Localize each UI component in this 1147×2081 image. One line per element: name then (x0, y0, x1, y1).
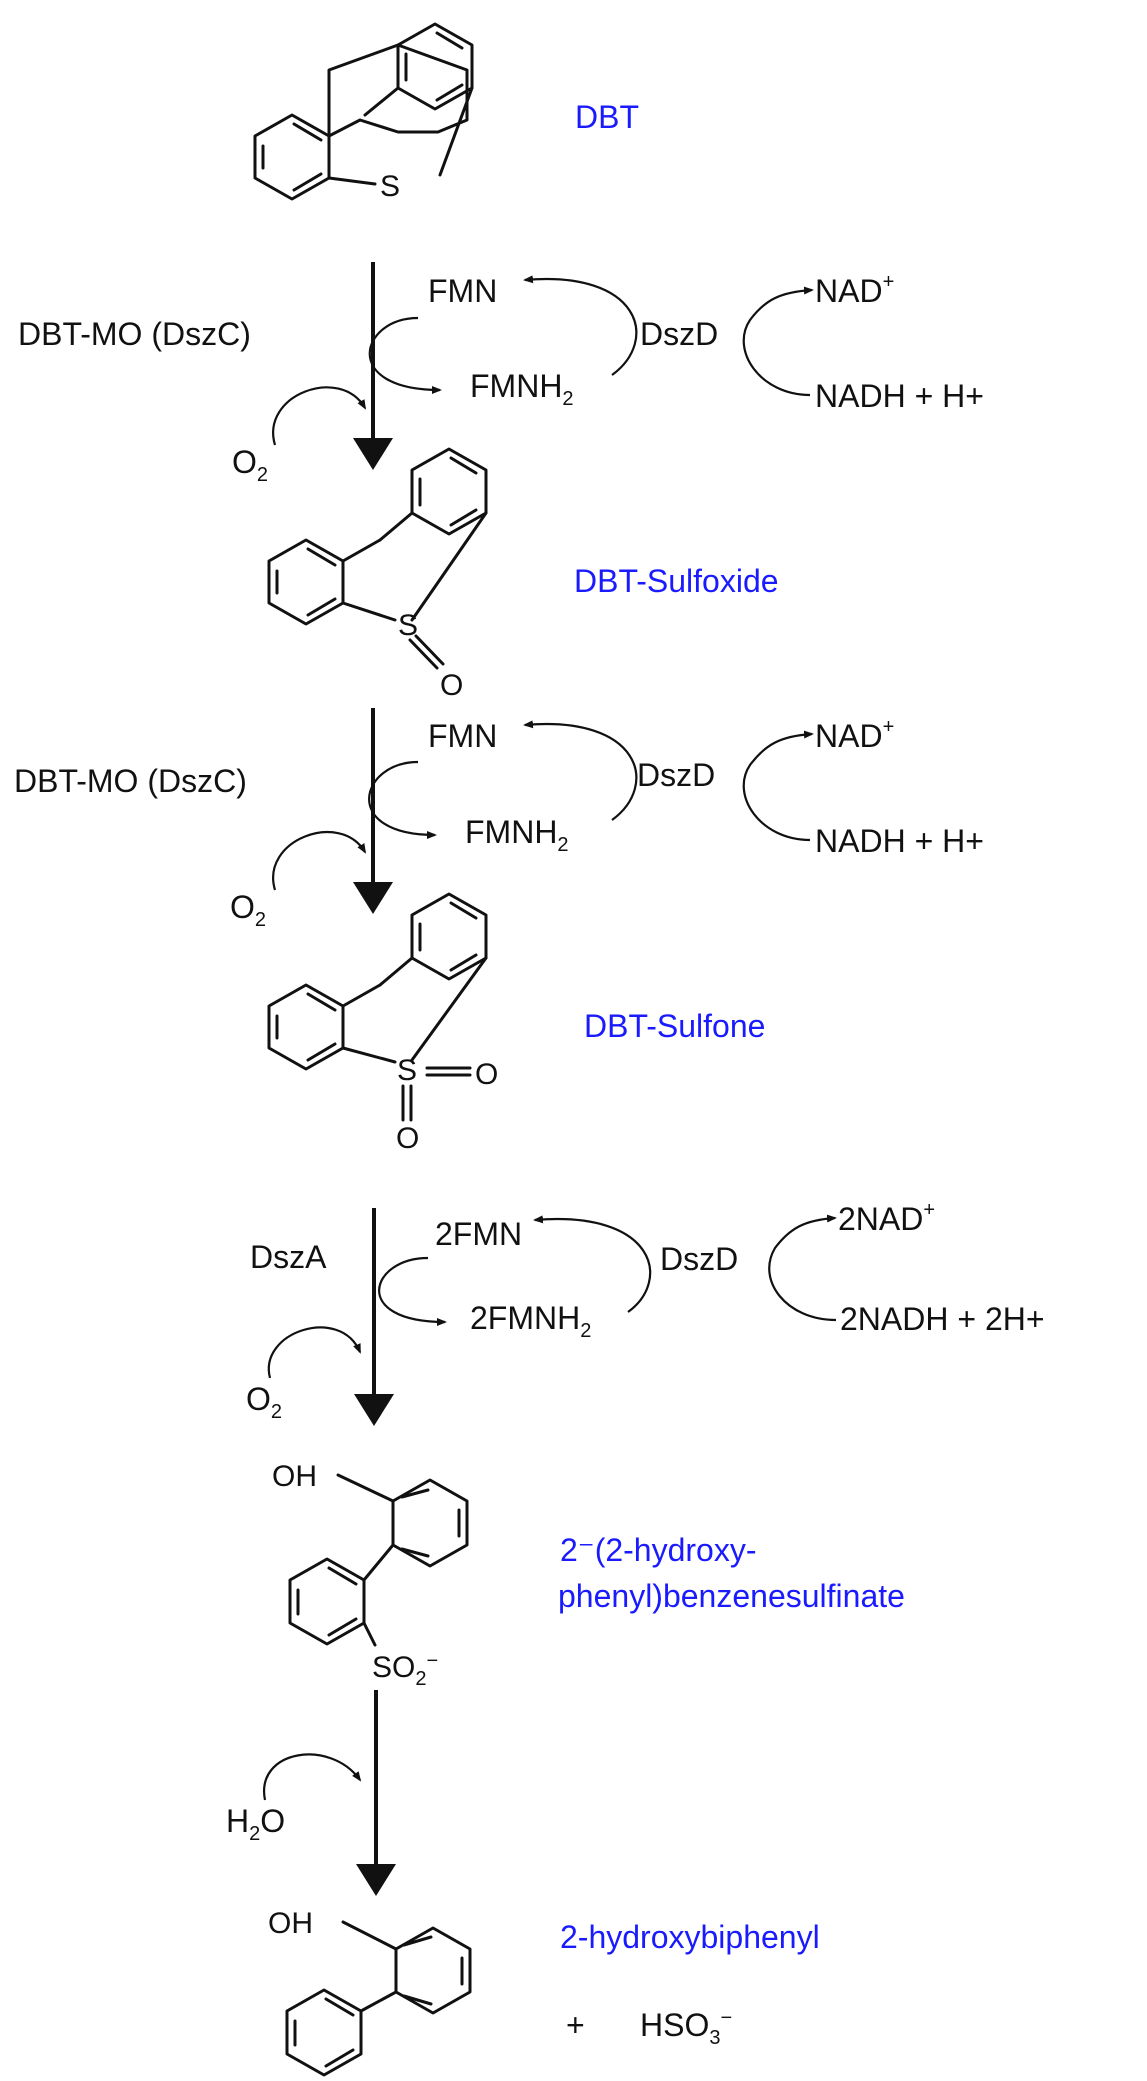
plus-sign: + (566, 2007, 585, 2043)
dbt-sulfur-atom: S (380, 170, 400, 203)
compound-label-hydroxybiphenyl: 2-hydroxybiphenyl (560, 1919, 820, 1955)
compound-label-sulfinate-line1: 2⁻(2-hydroxy- (560, 1532, 757, 1568)
enzyme-label: DszA (250, 1239, 327, 1275)
nad-cycle-arrow (768, 1214, 837, 1322)
reaction-step-4: H2O (226, 1690, 396, 1896)
cofactor-cycle-arrow-left (368, 760, 437, 839)
reaction-step-1: DBT-MO (DszC) FMN FMNH2 DszD NAD+ NADH +… (18, 262, 984, 486)
compound-label-sulfone: DBT-Sulfone (584, 1008, 765, 1044)
cofactor-oxidized-label: FMN (428, 273, 497, 309)
enzyme-label: DBT-MO (DszC) (18, 316, 251, 352)
nad-cycle-arrow (742, 286, 814, 397)
enzyme-label: DBT-MO (DszC) (14, 763, 247, 799)
sulfinate-group: SO2− (372, 1650, 438, 1690)
cosubstrate-arrow (272, 386, 367, 446)
nad-oxidized-label: NAD+ (815, 271, 894, 309)
sulfoxide-oxygen-atom: O (440, 669, 463, 702)
water-label: H2O (226, 1803, 285, 1845)
cosubstrate-label: O2 (230, 889, 266, 931)
nad-reduced-label: 2NADH + 2H+ (840, 1301, 1045, 1337)
cosubstrate-arrow (267, 1326, 362, 1379)
sulfone-sulfur-atom: S (397, 1054, 417, 1087)
nad-reduced-label: NADH + H+ (815, 823, 984, 859)
bisulfite-label: HSO3− (640, 2007, 732, 2049)
nad-oxidized-label: 2NAD+ (838, 1199, 935, 1237)
dbt-sulfoxide-structure: S O (267, 447, 488, 702)
cosubstrate-label: O2 (232, 444, 268, 486)
cosubstrate-label: O2 (246, 1381, 282, 1423)
sulfinate-structure: OH SO2− (272, 1460, 469, 1690)
cosubstrate-arrow (272, 831, 367, 891)
hydroxybiphenyl-hydroxyl-group: OH (268, 1907, 313, 1940)
nad-reduced-label: NADH + H+ (815, 378, 984, 414)
cofactor-reduced-label: FMNH2 (465, 814, 569, 856)
cofactor-cycle-arrow-right (533, 1215, 652, 1313)
sulfoxide-sulfur-atom: S (398, 609, 418, 642)
compound-label-sulfinate-line2: phenyl)benzenesulfinate (558, 1578, 905, 1614)
cofactor-reduced-label: FMNH2 (470, 368, 574, 410)
reaction-step-2: DBT-MO (DszC) FMN FMNH2 DszD NAD+ NADH +… (14, 708, 984, 931)
hydroxybiphenyl-structure: OH (268, 1907, 472, 2077)
compound-label-sulfoxide: DBT-Sulfoxide (574, 563, 779, 599)
sulfinate-hydroxyl-group: OH (272, 1460, 317, 1493)
cofactor-cycle-arrow-left (378, 1256, 447, 1326)
cofactor-cycle-arrow-right (523, 275, 638, 376)
sulfone-oxygen-atom-bottom: O (396, 1122, 419, 1155)
reductase-label: DszD (637, 757, 715, 793)
nad-cycle-arrow (742, 730, 814, 842)
compound-label-dbt: DBT (575, 99, 639, 135)
hydrolysis-arrow (263, 1753, 362, 1801)
reductase-label: DszD (660, 1241, 738, 1277)
reaction-step-3: DszA 2FMN 2FMNH2 DszD 2NAD+ 2NADH + 2H+ … (246, 1199, 1045, 1426)
cofactor-reduced-label: 2FMNH2 (470, 1300, 591, 1342)
cofactor-cycle-arrow-left (368, 316, 442, 394)
cofactor-oxidized-label: 2FMN (435, 1216, 522, 1252)
dbt-structure: S (253, 22, 474, 203)
reductase-label: DszD (640, 316, 718, 352)
nad-oxidized-label: NAD+ (815, 716, 894, 754)
cofactor-cycle-arrow-right (523, 720, 638, 821)
sulfone-oxygen-atom-right: O (475, 1058, 498, 1091)
cofactor-oxidized-label: FMN (428, 718, 497, 754)
dbt-sulfone-structure: S O O (267, 892, 498, 1155)
